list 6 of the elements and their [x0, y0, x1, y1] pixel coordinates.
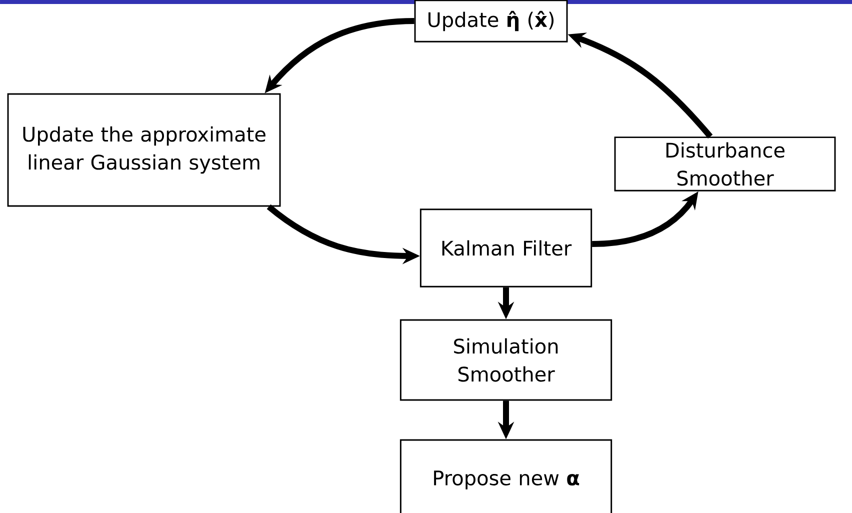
process-box: Propose new α — [400, 439, 612, 513]
process-box: Disturbance Smoother — [614, 136, 836, 192]
process-box: Update the approximate linear Gaussian system — [7, 93, 281, 207]
process-box: Update η̂ (x̂) — [414, 0, 568, 42]
process-box: Simulation Smoother — [400, 319, 612, 401]
process-box: Kalman Filter — [420, 208, 592, 288]
